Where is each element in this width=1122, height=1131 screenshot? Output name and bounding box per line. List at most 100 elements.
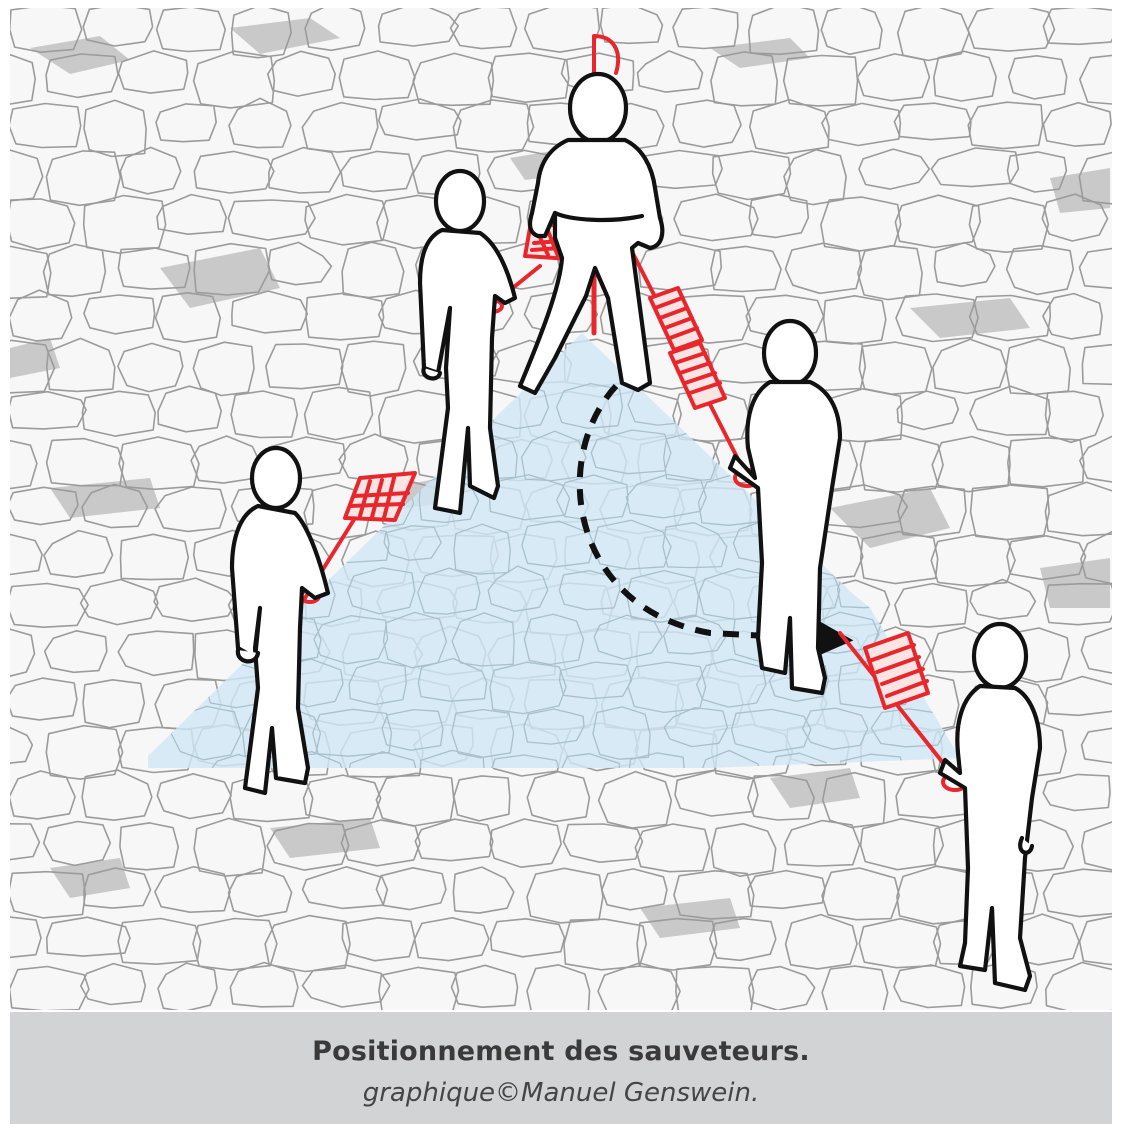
snow-block [523, 613, 585, 666]
search-zone [148, 333, 960, 768]
snow-block [154, 865, 231, 913]
snow-block [748, 8, 820, 56]
snow-block [1007, 55, 1068, 100]
snow-block [156, 193, 227, 235]
snow-block [42, 243, 107, 298]
snow-block [153, 577, 238, 622]
snow-block [45, 337, 116, 393]
snow-block [747, 869, 826, 910]
snow-block [228, 97, 292, 149]
snow-block [597, 962, 681, 1010]
snow-block [10, 677, 78, 721]
snow-block [488, 754, 562, 768]
snow-block [560, 52, 635, 94]
snow-block [230, 390, 299, 439]
snow-block [10, 916, 42, 959]
snow-block [662, 522, 728, 569]
snow-block [555, 382, 624, 429]
snow-block [83, 99, 147, 158]
snow-block [836, 753, 906, 768]
snow-block [45, 724, 124, 780]
snow-block [930, 534, 1016, 587]
snow-block [192, 50, 276, 109]
snow-block [117, 247, 191, 290]
snow-block [1042, 8, 1112, 46]
snow-block [1045, 961, 1112, 1010]
snow-block [1005, 244, 1075, 296]
snow-block [488, 474, 571, 521]
snow-block [453, 775, 511, 822]
snow-block [10, 339, 56, 394]
snow-block [154, 486, 227, 533]
snow-block [452, 866, 515, 914]
snow-block [590, 429, 672, 475]
snow-block [154, 292, 222, 343]
snow-block [155, 103, 217, 143]
snow-block [1080, 530, 1112, 585]
snow-block [451, 612, 515, 667]
snow-block [303, 386, 374, 441]
snow-block [673, 870, 755, 920]
snow-block [10, 628, 36, 677]
snow-block [969, 385, 1051, 436]
snow-block [10, 533, 43, 576]
snow-block [450, 964, 519, 1008]
snow-block [230, 8, 292, 59]
snow-block [419, 749, 485, 768]
snow-block [341, 241, 405, 299]
snow-block [1044, 390, 1104, 444]
snow-block [730, 708, 812, 754]
shovel-5 [343, 471, 417, 522]
snow-block [1078, 247, 1112, 289]
snow-block [673, 193, 759, 242]
snow-block [377, 8, 459, 47]
snow-block [710, 823, 777, 877]
snow-block [10, 198, 76, 251]
snow-block [80, 962, 147, 1006]
snow-block [593, 614, 663, 660]
snow-block [157, 962, 218, 1010]
snow-block [821, 867, 900, 921]
snow-block [10, 289, 73, 342]
snow-block [711, 150, 792, 201]
snow-block [449, 8, 518, 50]
caption-credit: graphique©Manuel Genswein. [362, 1078, 760, 1108]
snow-block [801, 707, 869, 750]
snow-block [10, 770, 76, 820]
snow-block [1080, 727, 1112, 764]
snow-block [1044, 675, 1112, 717]
snow-block [156, 773, 232, 820]
snow-block [155, 8, 227, 53]
shovel-4 [668, 341, 727, 410]
snow-block [696, 658, 767, 708]
snow-block [340, 340, 407, 397]
rescuer-1 [229, 445, 331, 796]
snow-block [414, 818, 494, 862]
snow-block [231, 290, 309, 334]
shovel-3 [648, 286, 704, 352]
snow-block [709, 917, 777, 962]
snow-block [117, 342, 184, 393]
snow-block [601, 868, 668, 911]
snow-block [558, 753, 621, 768]
snow-block [117, 726, 195, 774]
snow-block [749, 98, 830, 155]
snow-block [558, 661, 633, 700]
rescuer-center [517, 71, 665, 396]
snow-block [896, 8, 970, 62]
snow-block [748, 193, 810, 239]
snow-block [521, 520, 595, 568]
snow-block [663, 706, 729, 748]
snow-block [859, 434, 944, 493]
snow-block [672, 8, 739, 50]
snow-block [628, 752, 686, 768]
snow-block [10, 149, 44, 202]
snow-block [10, 582, 89, 628]
snow-block [748, 965, 816, 1010]
snow-block [1081, 343, 1112, 386]
snow-block [417, 657, 488, 702]
snow-block [227, 867, 293, 918]
snow-block [81, 483, 149, 529]
snow-block [894, 194, 981, 249]
snow-block [118, 436, 200, 491]
